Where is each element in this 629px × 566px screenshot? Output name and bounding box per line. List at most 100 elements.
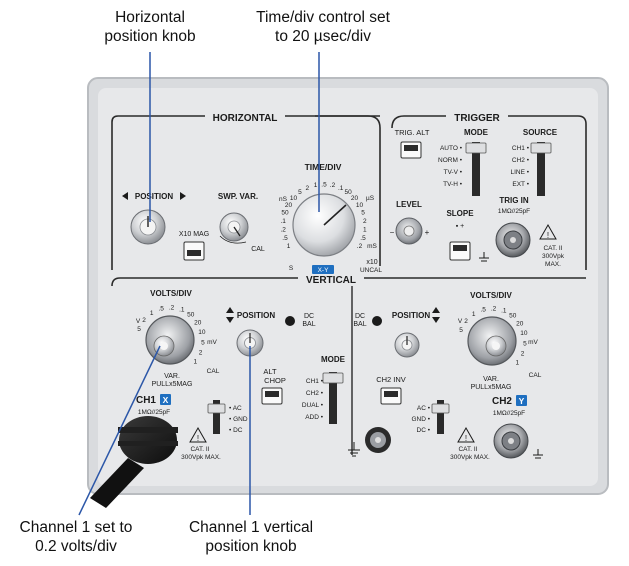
ch1-pull-label: PULLx5MAG: [152, 381, 193, 388]
time-div-tick-6: 10: [290, 195, 298, 202]
x10-mag-button[interactable]: [183, 241, 205, 261]
vertical-mode-slider[interactable]: [322, 372, 344, 424]
trigger-level-knob[interactable]: [395, 217, 423, 245]
ch1-coupling-option-2: • DC: [229, 427, 243, 434]
slope-button[interactable]: [449, 241, 471, 261]
time-div-tick-3: .1: [280, 218, 286, 225]
trigger-source-option-3: EXT •: [512, 181, 529, 188]
ch2-cal-label: CAL: [529, 372, 542, 379]
trigger-mode-option-1: NORM •: [438, 157, 463, 164]
trigger-source-slider[interactable]: [530, 142, 552, 196]
trig-alt-button[interactable]: [400, 141, 422, 159]
ch1-dc-bal-hole[interactable]: [285, 316, 295, 326]
horizontal-title: HORIZONTAL: [213, 113, 278, 124]
time-div-tick-5: 20: [285, 202, 293, 209]
trigger-mode-slider[interactable]: [465, 142, 487, 196]
time-div-tick-13: 50: [344, 189, 352, 196]
trigger-mode-option-3: TV-H •: [443, 181, 463, 188]
ch2-inv-button[interactable]: [380, 387, 402, 405]
ch1-x-badge-text: X: [163, 395, 169, 405]
ch2-coupling-option-0: AC •: [417, 405, 431, 412]
swp-var-label: SWP. VAR.: [218, 192, 258, 201]
ch2-position-knob[interactable]: [394, 332, 420, 358]
horizontal-section-outline: [111, 115, 380, 270]
trigger-source-option-0: CH1 •: [512, 145, 530, 152]
arrow-right-icon: [180, 192, 186, 200]
ch2-mv-unit: mV: [528, 339, 538, 346]
time-div-tick-14: 20: [351, 195, 359, 202]
time-div-tick-8: 2: [305, 185, 309, 192]
ch1-volts-div-label: VOLTS/DIV: [150, 289, 192, 298]
trigger-mode-options: AUTO • NORM • TV-V • TV-H •: [438, 145, 463, 188]
ch1-position-down-icon: [226, 317, 234, 323]
ch2-volts-tick-3: .5: [480, 307, 486, 314]
slope-signs: ▪ +: [456, 223, 465, 230]
trig-in-spec: 1MΩ//25pF: [498, 208, 530, 215]
ch2-volts-tick-8: 10: [520, 330, 528, 337]
vertical-mode-options: CH1 •CH2 •DUAL •ADD •: [302, 378, 324, 421]
leader-ch1-volts: [78, 345, 161, 516]
trigger-section-outline: [391, 115, 587, 270]
ch2-coupling-options: AC •GND •DC •: [411, 405, 430, 434]
time-div-knob[interactable]: [292, 193, 356, 257]
alt-chop-button[interactable]: [261, 387, 283, 405]
ch2-ground-icon: [533, 449, 543, 459]
vertical-mode-option-0: CH1 •: [306, 378, 324, 385]
swp-var-knob[interactable]: [219, 212, 249, 242]
ch2-volts-div-knob[interactable]: [467, 316, 517, 366]
trig-cat-label: CAT. II: [543, 245, 562, 252]
ch1-volts-tick-11: 1: [193, 359, 197, 366]
ch2-warning-mark: !: [465, 434, 467, 443]
chop-label: CHOP: [264, 376, 286, 385]
ch2-dc-bal-hole[interactable]: [372, 316, 382, 326]
ch1-position-label: POSITION: [237, 311, 275, 320]
ch1-cat-label: CAT. II: [190, 446, 209, 453]
ch1-coupling-option-0: • AC: [229, 405, 242, 412]
ch2-coupling-option-2: DC •: [417, 427, 431, 434]
trigger-source-options: CH1 •CH2 •LINE •EXT •: [510, 145, 529, 188]
ch2-v-unit: V: [458, 318, 463, 325]
time-div-tick-10: .5: [321, 181, 327, 188]
ch1-max-label: 300Vpk MAX.: [181, 454, 221, 461]
ch2-y-badge-text: Y: [519, 396, 525, 406]
ch1-volts-div-knob[interactable]: [145, 315, 195, 365]
vertical-title-box: [298, 271, 364, 285]
ch1-coupling-slider[interactable]: [207, 400, 226, 434]
vertical-mode-label: MODE: [321, 355, 346, 364]
ch2-bnc-connector[interactable]: [493, 423, 529, 459]
ch1-volts-tick-5: .1: [179, 306, 185, 313]
time-div-label: TIME/DIV: [305, 162, 342, 172]
vertical-mode-option-1: CH2 •: [306, 390, 324, 397]
ground-terminal[interactable]: [365, 427, 391, 453]
trigger-mode-option-0: AUTO •: [440, 145, 463, 152]
ch1-position-up-icon: [226, 307, 234, 313]
trigger-source-label: SOURCE: [523, 128, 558, 137]
trigger-mode-option-2: TV-V •: [443, 169, 462, 176]
x10-label: x10: [366, 259, 377, 266]
ch2-warning-icon: [457, 426, 475, 443]
ch1-volts-tick-7: 20: [194, 319, 202, 326]
ch2-coupling-slider[interactable]: [431, 400, 450, 434]
trig-in-bnc-connector[interactable]: [495, 222, 531, 258]
swp-var-arc: [219, 235, 247, 244]
slope-label: SLOPE: [446, 209, 474, 218]
ch1-input-spec: 1MΩ//25pF: [138, 409, 170, 416]
ch1-probe-connector[interactable]: [90, 416, 178, 508]
trigger-mode-label: MODE: [464, 128, 489, 137]
uncal-label: UNCAL: [360, 267, 382, 274]
vertical-title: VERTICAL: [306, 275, 356, 286]
horizontal-position-knob[interactable]: [130, 209, 166, 245]
time-div-tick-7: 5: [298, 189, 302, 196]
ch1-volts-tick-0: 5: [137, 326, 141, 333]
x10-mag-label: X10 MAG: [179, 231, 209, 238]
ch2-volts-tick-9: 5: [523, 340, 527, 347]
ch2-y-badge: [516, 395, 527, 406]
